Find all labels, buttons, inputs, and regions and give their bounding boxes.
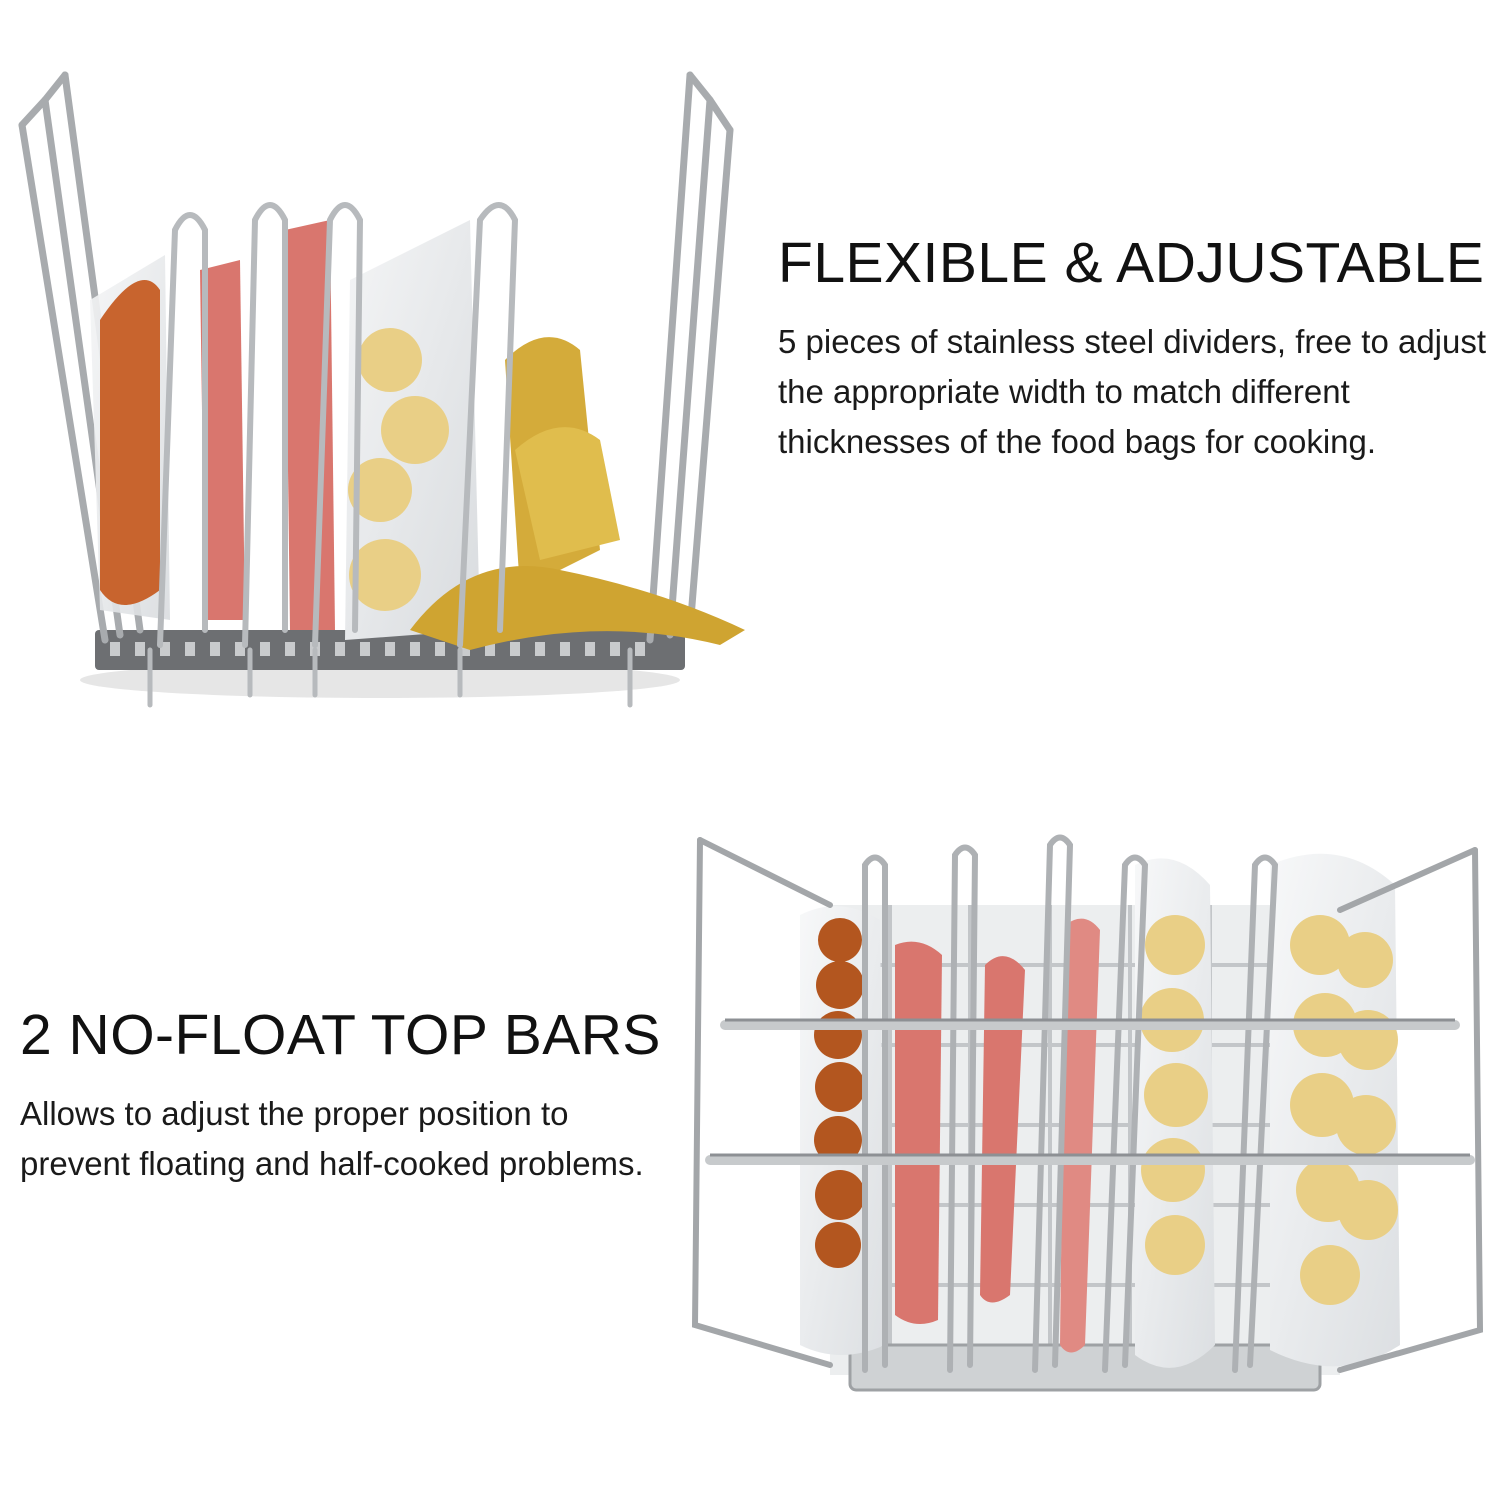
feature-heading: FLEXIBLE & ADJUSTABLE <box>778 231 1485 295</box>
sous-vide-rack-photo-bottom <box>680 825 1500 1425</box>
feature-heading: 2 NO-FLOAT TOP BARS <box>20 1003 661 1067</box>
feature-no-float-bars: 2 NO-FLOAT TOP BARS Allows to adjust the… <box>20 1004 670 1189</box>
feature-flexible-adjustable: FLEXIBLE & ADJUSTABLE 5 pieces of stainl… <box>778 232 1488 467</box>
sous-vide-rack-photo-top <box>0 30 760 720</box>
feature-description: Allows to adjust the proper position to … <box>20 1094 644 1182</box>
feature-description: 5 pieces of stainless steel dividers, fr… <box>778 322 1487 460</box>
